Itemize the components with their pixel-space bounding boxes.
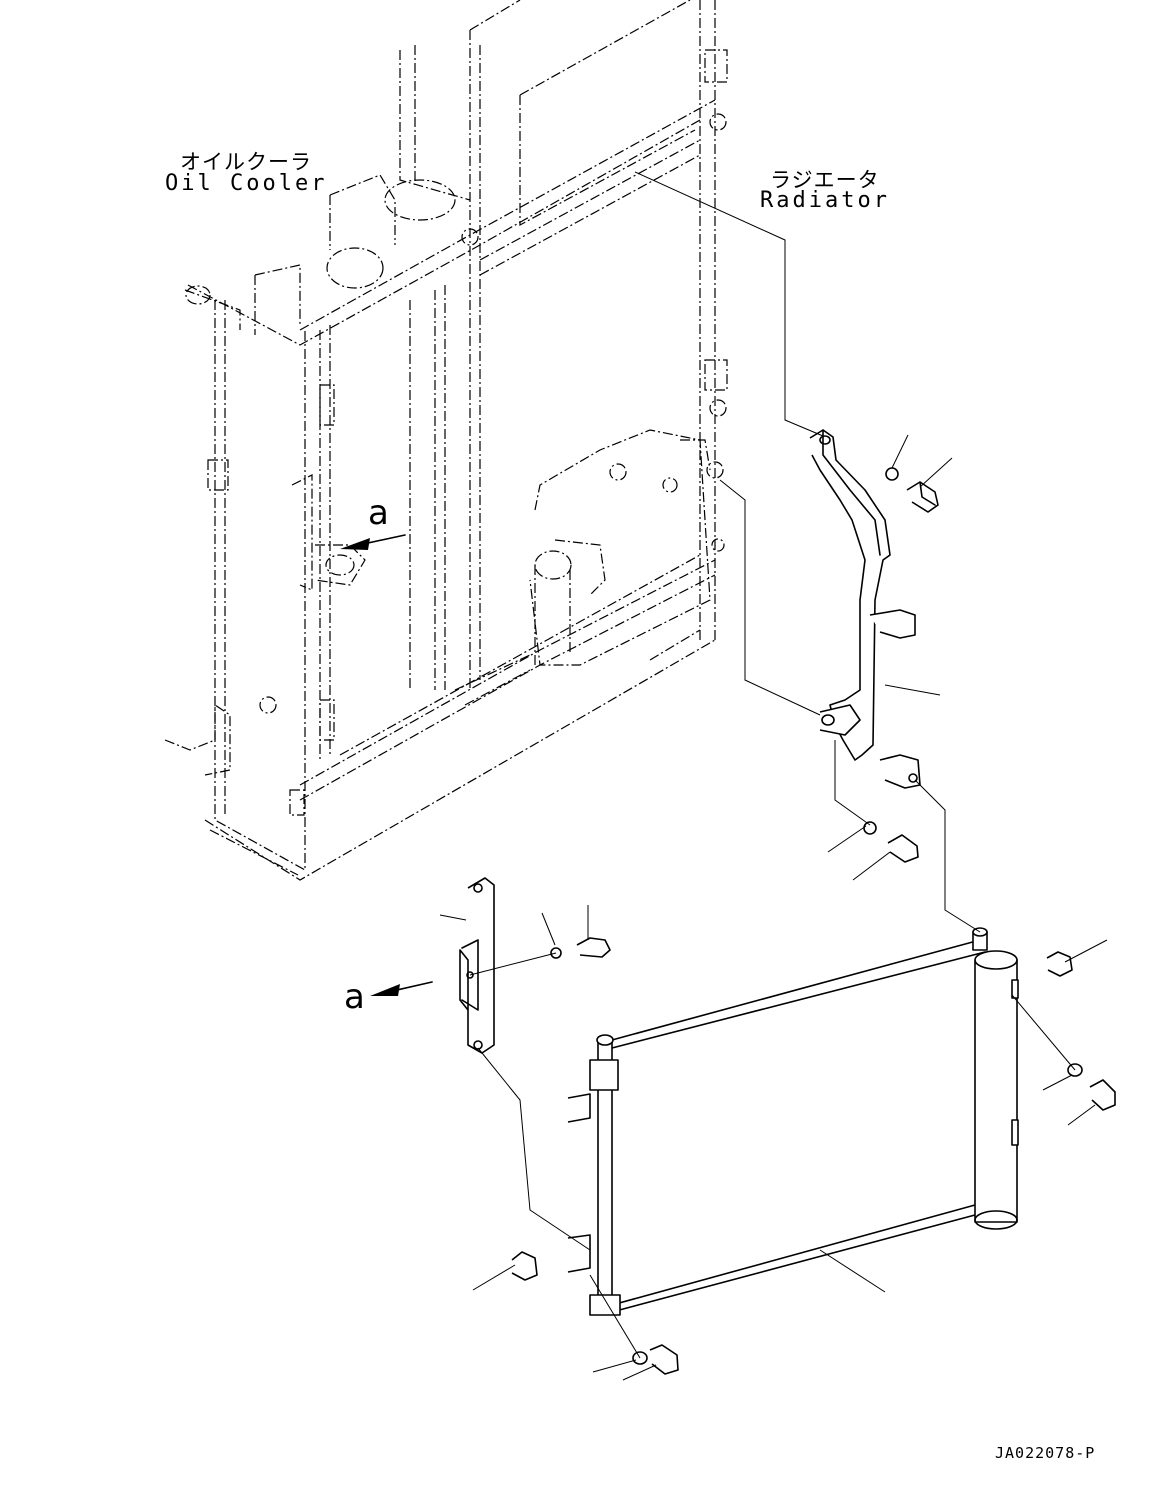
lower-left-plate bbox=[459, 877, 495, 1054]
condenser bbox=[567, 927, 1019, 1316]
radiator-label-jp: ラジエータ bbox=[770, 168, 880, 192]
lower-left-plate-fasteners bbox=[550, 937, 611, 959]
view-mark-lower: a bbox=[344, 977, 365, 1017]
assembly-guide-lines bbox=[469, 171, 1076, 1359]
view-arrow-lower bbox=[370, 981, 433, 996]
condenser-fasteners bbox=[511, 951, 1116, 1375]
view-arrow-upper bbox=[340, 534, 406, 550]
upper-bracket bbox=[809, 429, 921, 789]
radiator-label-en: Radiator bbox=[760, 188, 890, 213]
upper-bracket-fasteners bbox=[863, 467, 939, 863]
oil-cooler-label-en: Oil Cooler bbox=[165, 171, 328, 196]
view-mark-upper: a bbox=[368, 493, 389, 533]
leader-lines bbox=[439, 434, 1108, 1381]
oil-cooler-label-jp: オイルクーラ bbox=[180, 150, 312, 174]
drawing-code: JA022078-P bbox=[995, 1444, 1096, 1462]
radiator-frame-phantom bbox=[164, 0, 728, 881]
